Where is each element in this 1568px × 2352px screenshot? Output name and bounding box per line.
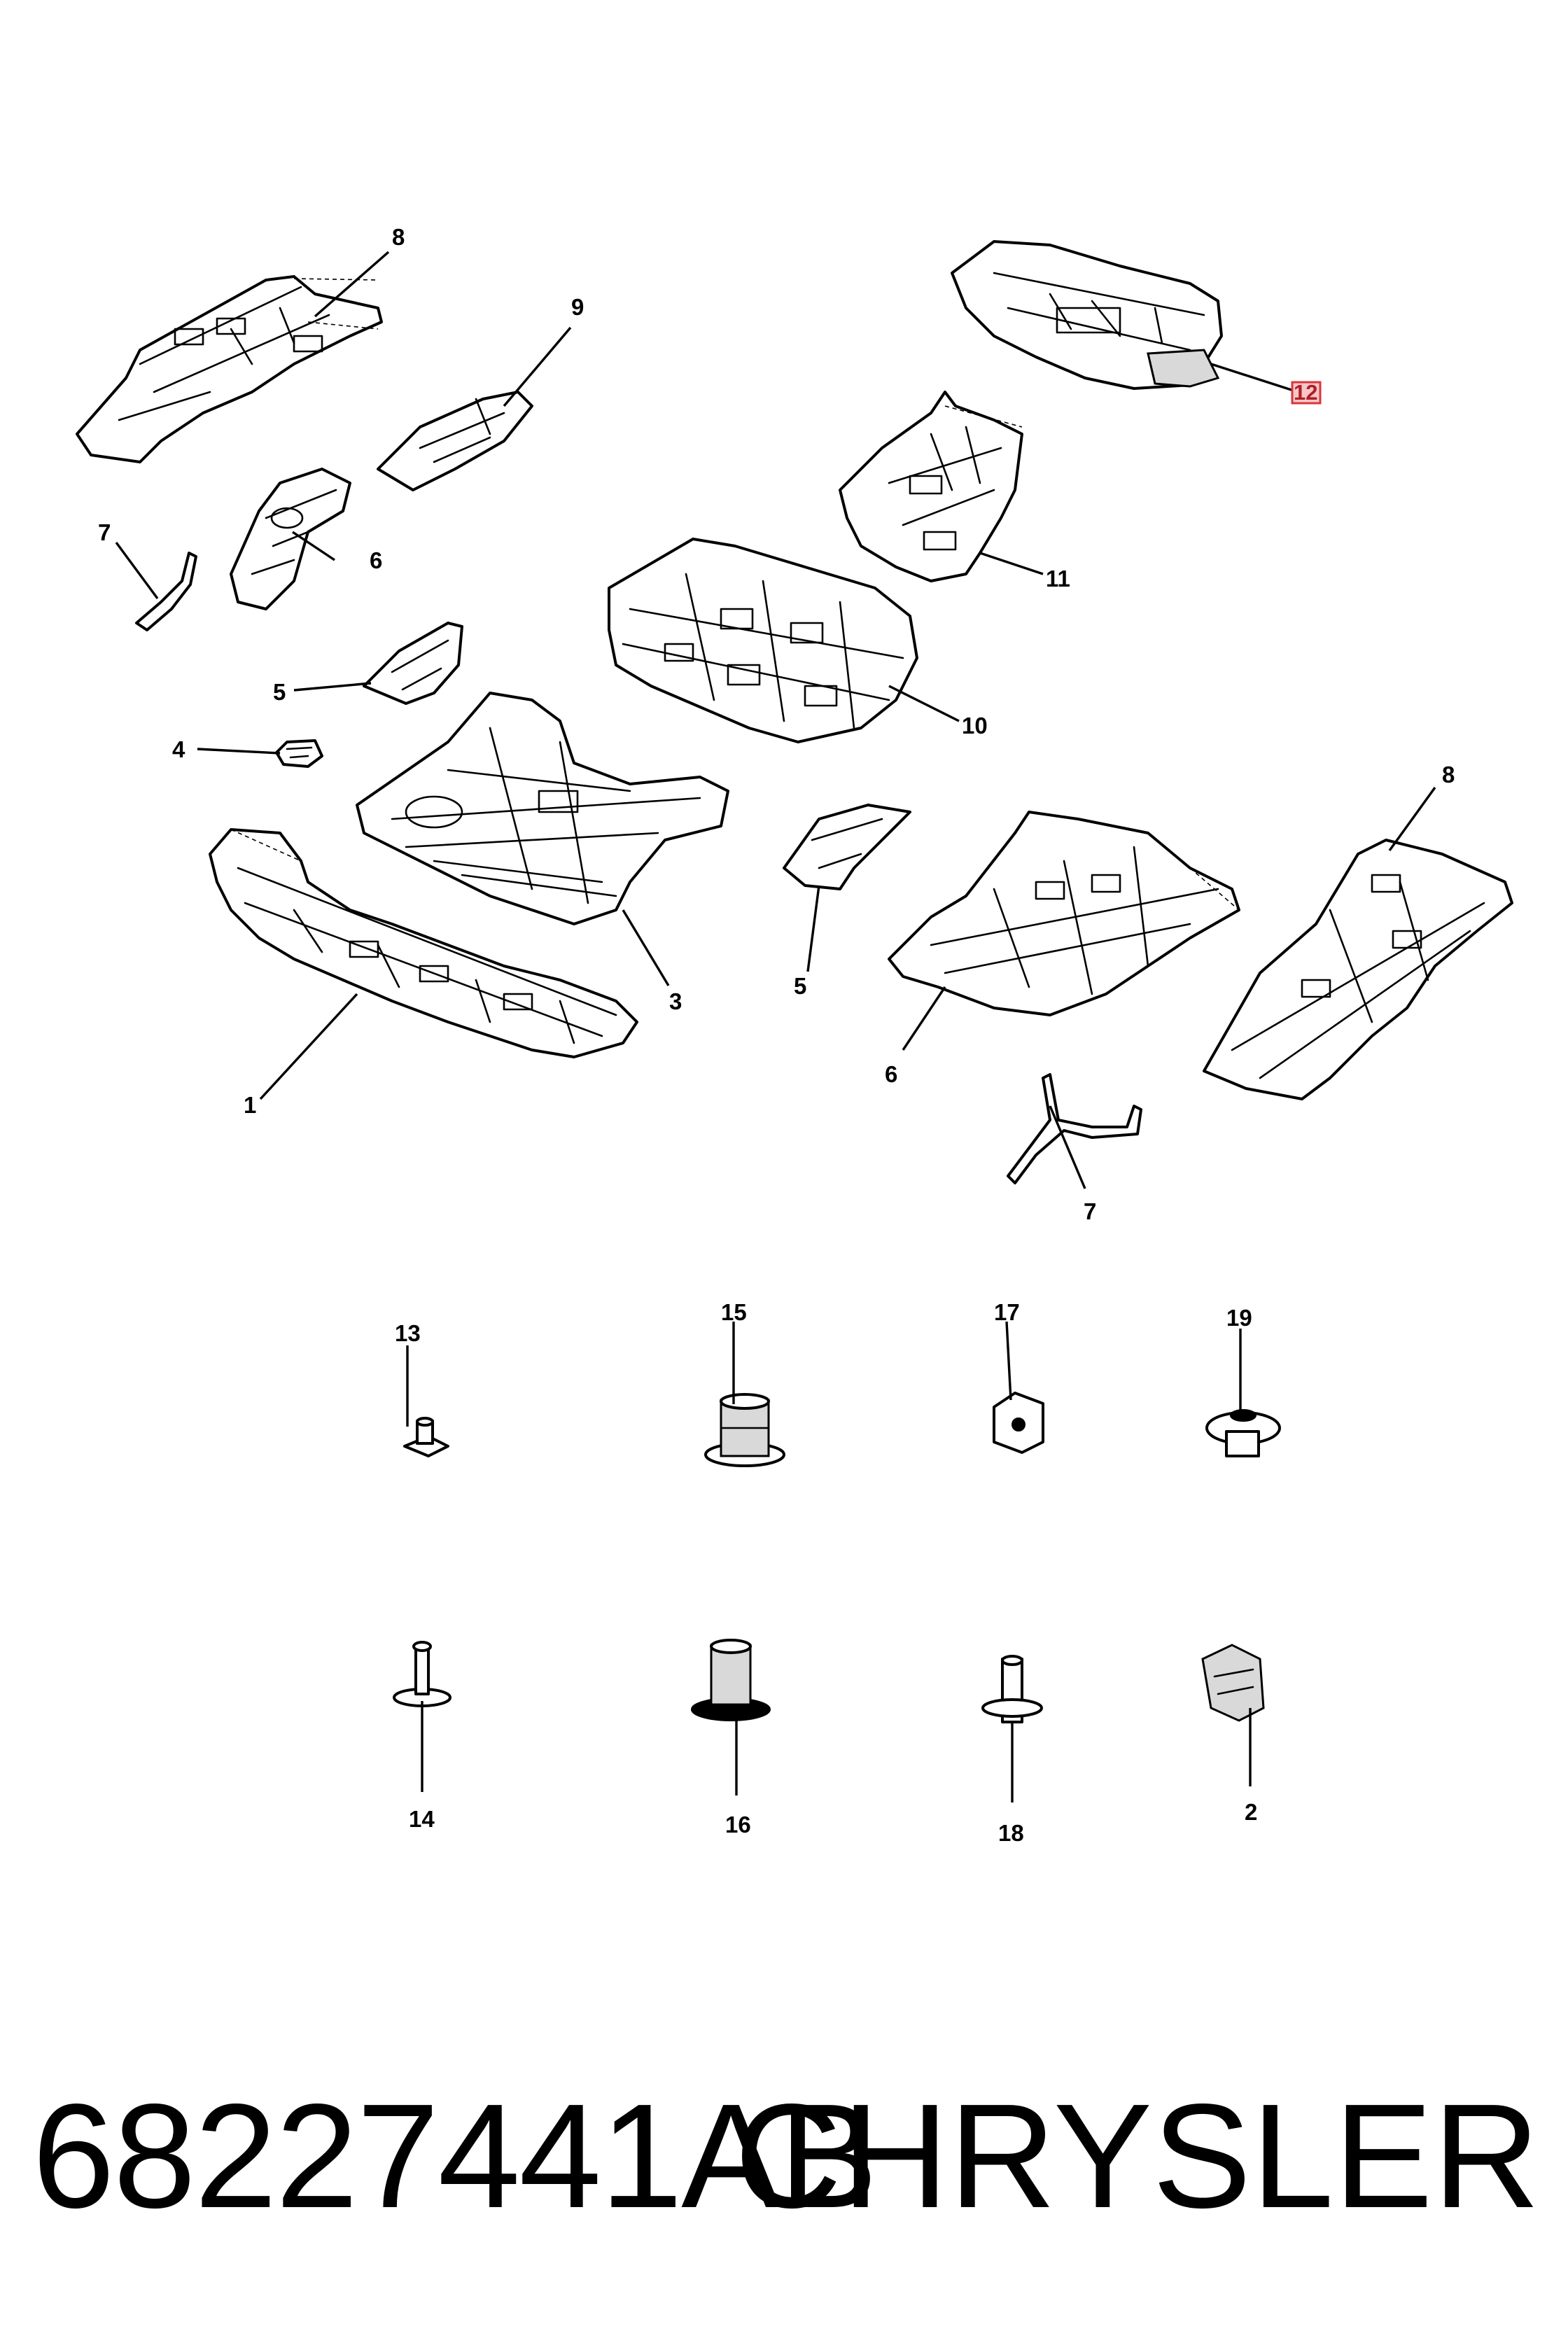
callout-3: 3 — [669, 988, 682, 1014]
callout-5-upper: 5 — [273, 679, 286, 705]
fastener-14 — [393, 1641, 451, 1707]
part-12-rear-shield — [951, 240, 1223, 390]
footer: 68227441AB CHRYSLER — [28, 2072, 1540, 2240]
callout-6-upper: 6 — [370, 547, 382, 573]
callout-8-lower: 8 — [1442, 762, 1455, 788]
part-5-upper-deflector — [363, 622, 463, 705]
part-10-main-floor-shield — [608, 538, 918, 743]
part-1-front-skid-plate — [209, 828, 638, 1058]
callout-14: 14 — [409, 1806, 435, 1832]
part-8-upper-left-shield — [76, 275, 383, 463]
callout-15: 15 — [721, 1299, 747, 1325]
callout-2: 2 — [1245, 1799, 1257, 1825]
part-6-upper-small-shield — [230, 468, 351, 610]
fastener-17 — [993, 1392, 1044, 1454]
part-8-lower-right-shield — [1203, 839, 1513, 1100]
callout-8-upper: 8 — [392, 224, 405, 250]
callout-4: 4 — [172, 736, 186, 762]
callout-7-upper: 7 — [98, 519, 111, 545]
callout-5-lower: 5 — [794, 973, 806, 999]
callout-12-highlight — [1291, 381, 1322, 405]
callout-17: 17 — [994, 1299, 1020, 1325]
callout-18: 18 — [998, 1820, 1024, 1846]
fastener-15 — [704, 1393, 785, 1467]
part-7-upper-strap — [135, 552, 197, 631]
part-11-center-shield — [839, 391, 1023, 582]
callout-13: 13 — [395, 1320, 421, 1346]
part-9-bracket-shield — [377, 391, 533, 491]
fastener-19 — [1205, 1409, 1281, 1457]
callout-1: 1 — [244, 1092, 256, 1118]
fastener-13 — [403, 1417, 449, 1457]
callout-10: 10 — [962, 713, 988, 738]
part-6-lower-shield — [888, 811, 1240, 1016]
leader-lines — [115, 251, 1436, 1802]
part-3-engine-shield — [356, 692, 729, 925]
callout-7-lower: 7 — [1084, 1198, 1096, 1224]
fastener-16 — [691, 1639, 771, 1721]
fastener-2 — [1201, 1644, 1265, 1722]
callout-16: 16 — [725, 1812, 751, 1837]
part-5-lower-deflector — [783, 804, 911, 890]
callout-12: 12 — [1294, 380, 1317, 405]
part-4-clip-bracket — [275, 739, 323, 768]
callout-19: 19 — [1226, 1305, 1252, 1331]
part-number: 68227441AB — [32, 2073, 878, 2239]
callout-11: 11 — [1046, 566, 1070, 592]
part-7-lower-strap — [1007, 1073, 1142, 1184]
callout-6-lower: 6 — [885, 1061, 897, 1087]
callout-9: 9 — [571, 294, 584, 320]
fastener-18 — [981, 1655, 1043, 1723]
brand-name: CHRYSLER — [734, 2073, 1540, 2239]
